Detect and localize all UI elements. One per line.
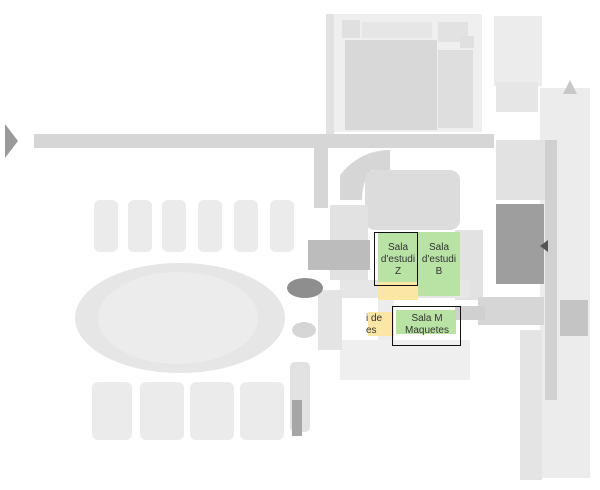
rooms xyxy=(368,232,460,340)
room-partial-fill[interactable] xyxy=(368,312,394,336)
building-north xyxy=(332,14,482,132)
previous-arrow-icon[interactable] xyxy=(5,124,18,158)
building-east xyxy=(494,16,590,480)
selected-room-sala-estudi-z[interactable] xyxy=(374,232,418,286)
room-yellow-strip[interactable] xyxy=(378,282,418,300)
selected-room-sala-m[interactable] xyxy=(392,306,461,346)
room-sala-estudi-z-fill[interactable] xyxy=(378,232,418,282)
corridor-main xyxy=(34,14,494,208)
building-west xyxy=(75,200,323,440)
room-sala-m-fill[interactable] xyxy=(396,310,456,334)
room-sala-estudi-b-fill[interactable] xyxy=(418,232,460,296)
